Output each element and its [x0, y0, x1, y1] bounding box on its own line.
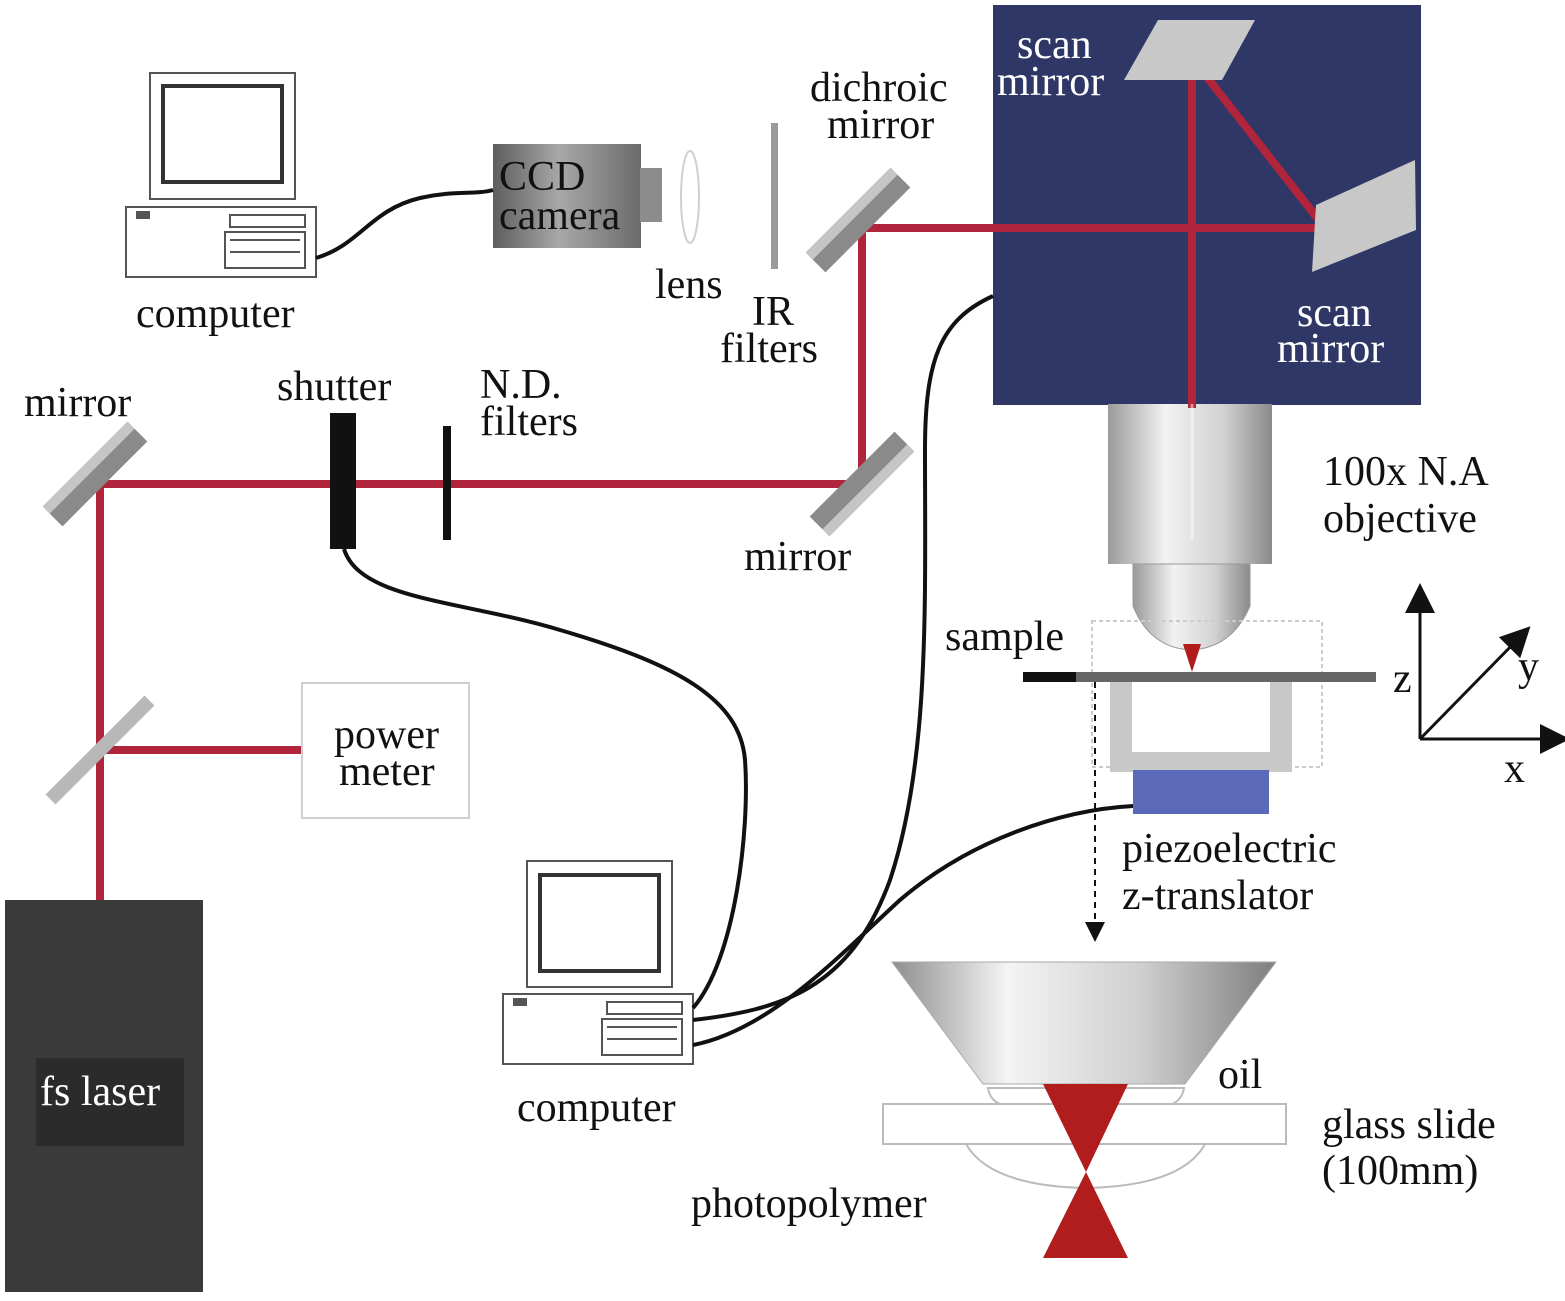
fs-laser-label-bg — [36, 1058, 184, 1146]
label-scan-mirror-top-line2: mirror — [997, 59, 1104, 105]
label-axis-y: y — [1518, 644, 1539, 690]
label-glass-line2: (100mm) — [1322, 1148, 1478, 1194]
scan-mirror-top — [1124, 20, 1255, 80]
lens — [680, 150, 700, 244]
label-power-line2: meter — [339, 749, 435, 795]
power-meter-box — [301, 682, 470, 819]
computer-bottom-icon — [502, 860, 694, 1065]
label-ir-line1: IR — [752, 289, 794, 335]
label-lens: lens — [655, 262, 723, 308]
label-piezo-line2: z-translator — [1122, 873, 1313, 919]
piezo-block — [1133, 770, 1269, 814]
label-shutter: shutter — [277, 364, 391, 410]
axes — [1405, 583, 1565, 754]
sample-holder-left — [1023, 672, 1076, 682]
label-scan-mirror-right-line1: scan — [1297, 290, 1372, 336]
label-ccd-line2: camera — [499, 193, 621, 239]
stage-bracket — [1110, 682, 1292, 772]
nd-filter — [443, 426, 451, 540]
objective-cone-detail — [891, 961, 1277, 1085]
computer-top-icon — [125, 72, 317, 278]
label-oil: oil — [1218, 1052, 1262, 1098]
label-mirror-lower: mirror — [744, 534, 851, 580]
ccd-camera — [493, 144, 662, 248]
cables — [315, 188, 1134, 1047]
beam-splitter — [45, 695, 155, 805]
label-computer-bottom: computer — [517, 1085, 676, 1131]
label-ccd-line1: CCD — [499, 154, 585, 200]
shutter — [330, 413, 356, 549]
label-axis-z: z — [1393, 656, 1412, 702]
label-objective-line2: objective — [1323, 496, 1477, 542]
objective-lens — [1108, 404, 1272, 651]
laser-beam-path — [96, 52, 1331, 904]
label-nd-line2: filters — [480, 399, 578, 445]
dichroic-mirror — [805, 167, 911, 273]
focus-double-cone — [1043, 1084, 1128, 1258]
label-scan-mirror-right-line2: mirror — [1277, 326, 1384, 372]
label-sample: sample — [945, 614, 1064, 660]
sample-plate — [1076, 672, 1376, 682]
label-dichroic-line2: mirror — [827, 102, 934, 148]
mirror-left — [42, 421, 148, 527]
label-piezo-line1: piezoelectric — [1122, 826, 1337, 872]
label-dichroic-line1: dichroic — [810, 65, 948, 111]
label-fs-laser: fs laser — [40, 1069, 160, 1115]
label-power-line1: power — [334, 712, 439, 758]
label-objective-line1: 100x N.A — [1323, 449, 1489, 495]
label-photopolymer: photopolymer — [691, 1181, 927, 1227]
label-glass-line1: glass slide — [1322, 1102, 1496, 1148]
mirror-lower — [809, 431, 915, 537]
label-ir-line2: filters — [720, 326, 818, 372]
ir-filter — [771, 123, 778, 269]
focus-beam-cone — [1183, 644, 1201, 672]
label-axis-x: x — [1504, 746, 1525, 792]
label-computer-top: computer — [136, 291, 295, 337]
label-scan-mirror-top-line1: scan — [1017, 22, 1092, 68]
label-mirror-left: mirror — [24, 380, 131, 426]
label-nd-line1: N.D. — [480, 362, 562, 408]
scan-mirror-right — [1312, 160, 1416, 272]
